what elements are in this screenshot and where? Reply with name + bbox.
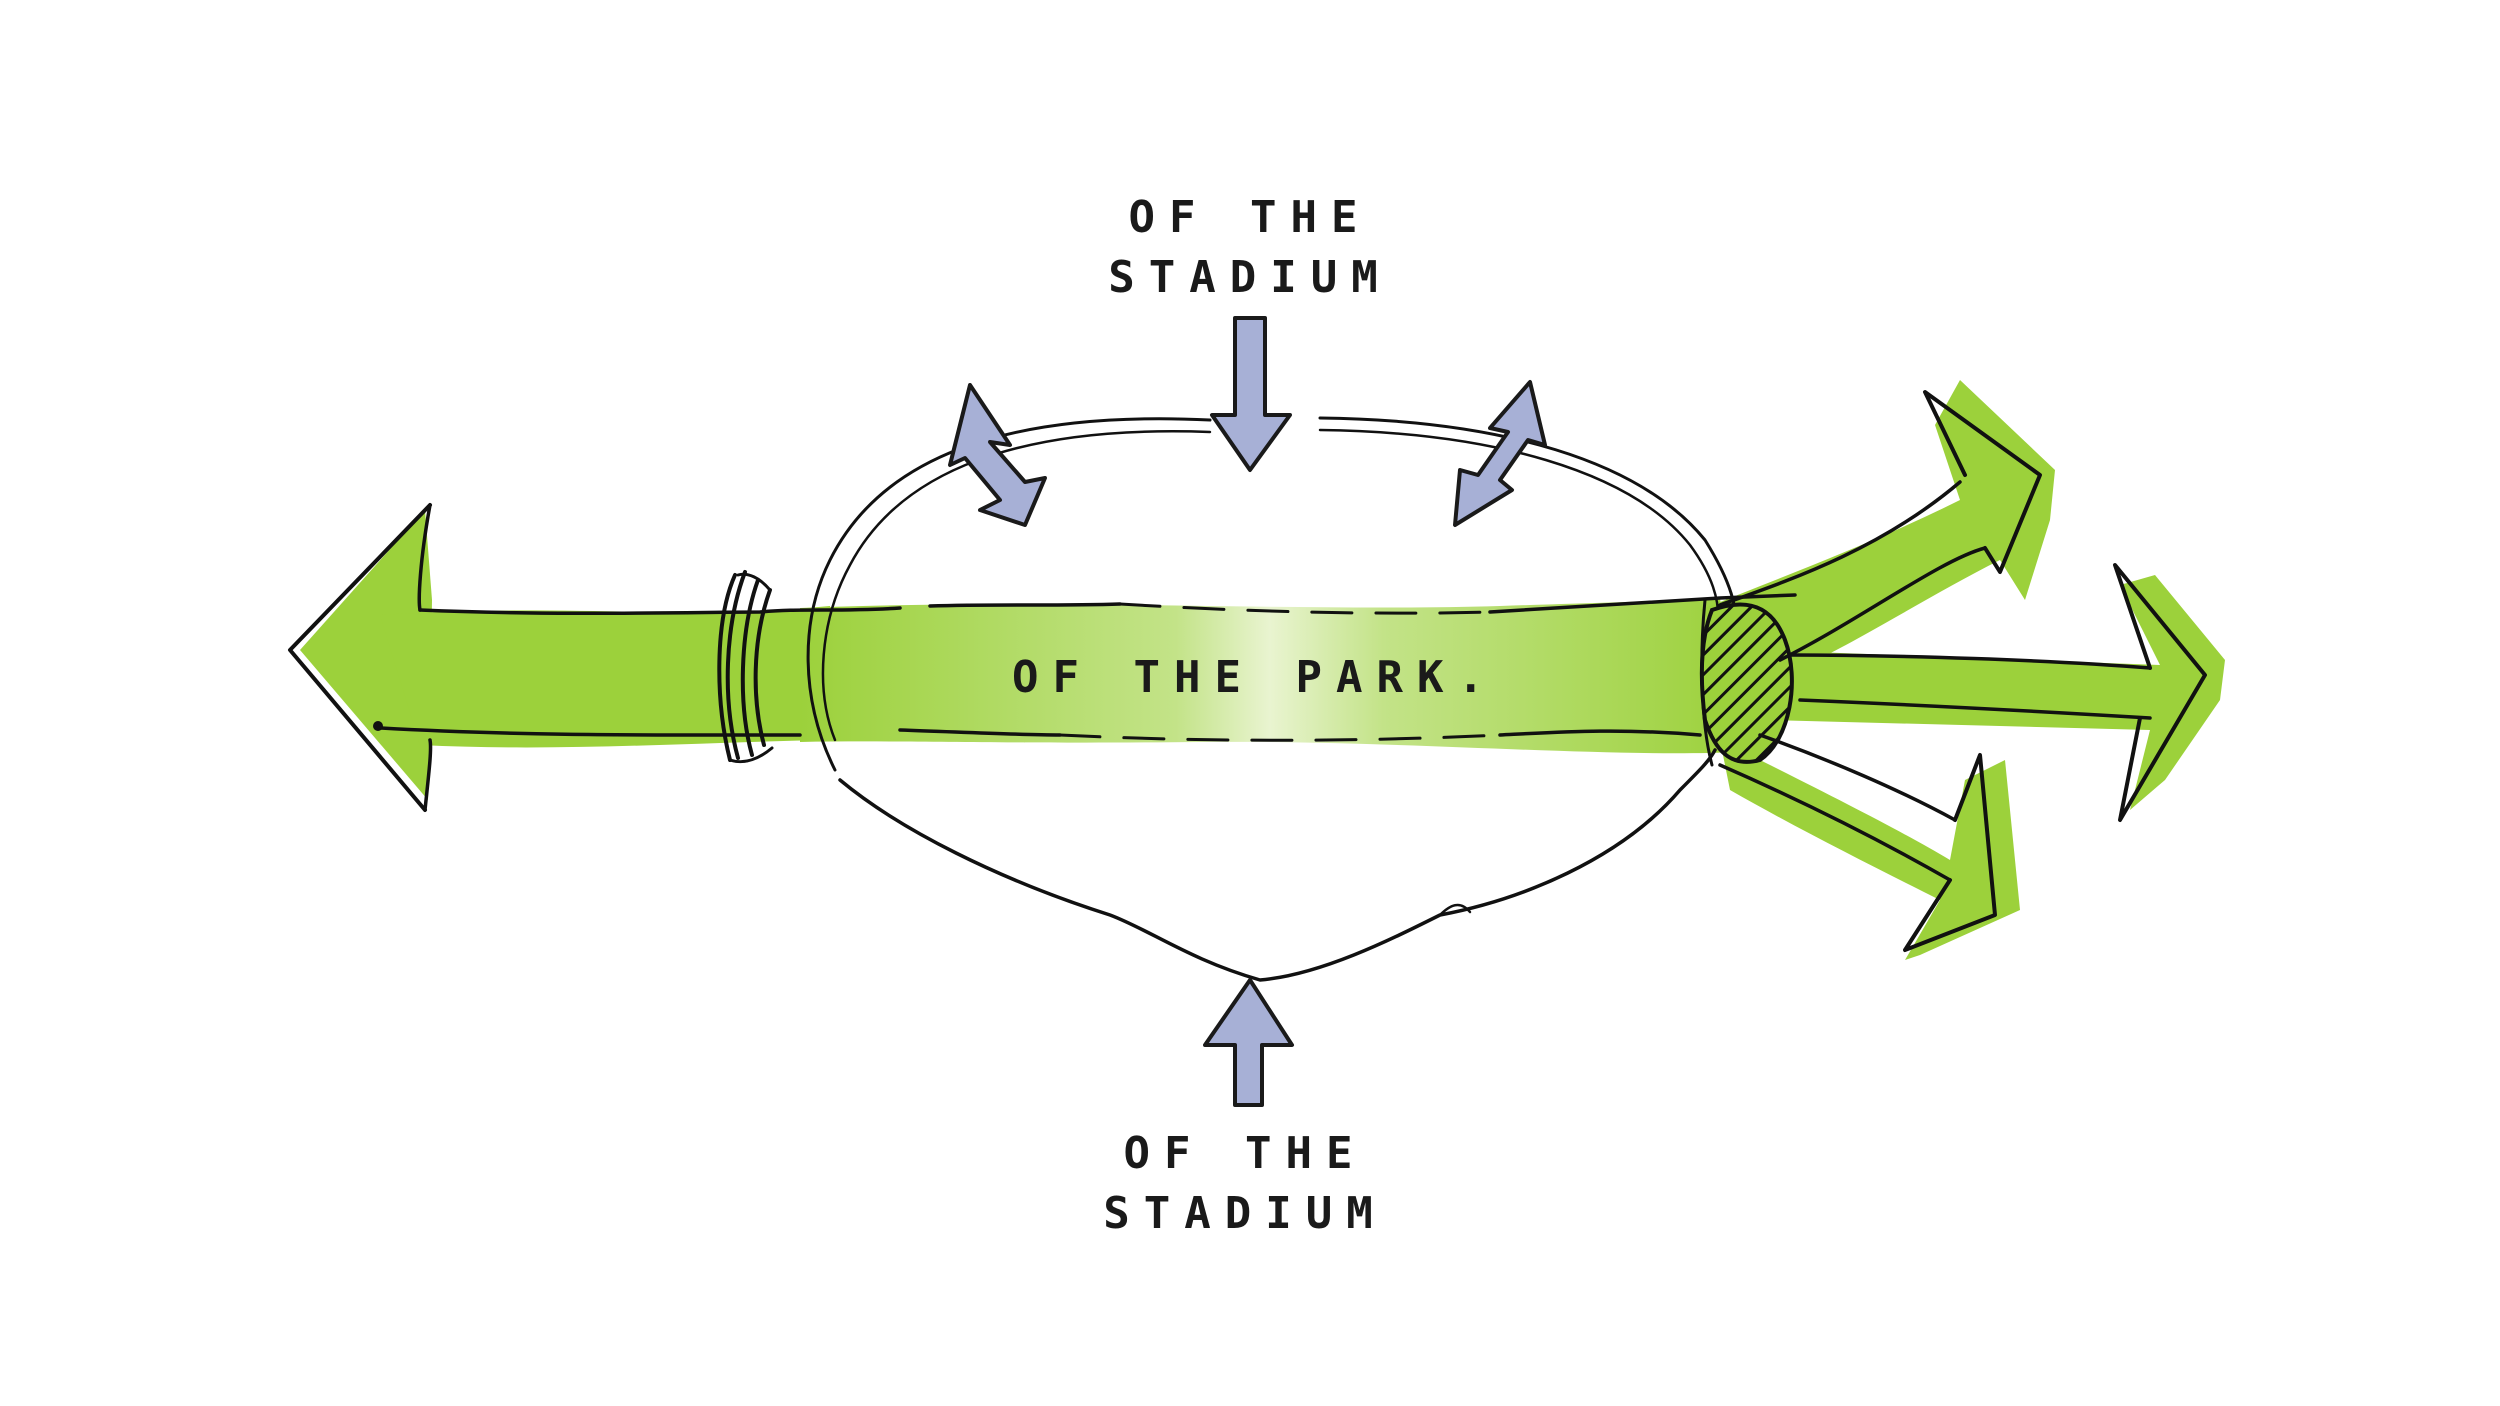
right-double-arrow <box>1453 380 1547 527</box>
stadium-bottom-kink <box>1438 903 1472 917</box>
stadium-ellipse-inner <box>821 430 1212 742</box>
right-branches-ink <box>1718 390 2207 952</box>
bottom-label-line2: STADIUM <box>1103 1188 1386 1239</box>
band-ink-outlines <box>288 503 1797 812</box>
stadium-ellipse-inner-right <box>1318 428 1720 627</box>
hatched-knot <box>1699 602 1794 764</box>
left-green-band <box>380 606 830 748</box>
park-label: OF THE PARK. <box>1012 652 1498 703</box>
top-label-line2: STADIUM <box>1108 252 1391 303</box>
green-park-band <box>300 380 2225 960</box>
stadium-outline <box>806 416 1738 982</box>
top-label-line1: OF THE <box>1129 192 1372 243</box>
band-dashed-top <box>1118 602 1492 615</box>
upper-right-green-arrow <box>1700 380 2055 680</box>
bottom-label-line1: OF THE <box>1124 1128 1367 1179</box>
band-bottom-edge <box>378 726 802 737</box>
left-arrow-outline <box>288 503 432 812</box>
upper-right-arrowhead-outline <box>1923 390 2042 574</box>
lower-right-green-arrow <box>1720 740 2020 960</box>
top-down-arrow <box>1210 316 1292 472</box>
stadium-ellipse-outer <box>806 417 1212 772</box>
band-dashed-bottom <box>1058 733 1502 742</box>
middle-right-green-arrow <box>1760 575 2225 810</box>
ink-dot <box>373 721 383 731</box>
blue-arrows <box>948 316 1547 1107</box>
left-band-wrap <box>717 570 774 764</box>
central-park-band <box>800 598 1740 754</box>
stadium-ellipse-bottom <box>838 748 1717 982</box>
middle-right-arrowhead-outline <box>2113 563 2207 822</box>
lower-right-arrowhead-outline <box>1903 753 1997 952</box>
right-junction-knot <box>1699 598 1794 767</box>
bottom-up-arrow <box>1203 978 1294 1107</box>
left-double-arrow <box>948 383 1047 527</box>
labels: OF THE STADIUM OF THE PARK. OF THE STADI… <box>1012 192 1498 1239</box>
